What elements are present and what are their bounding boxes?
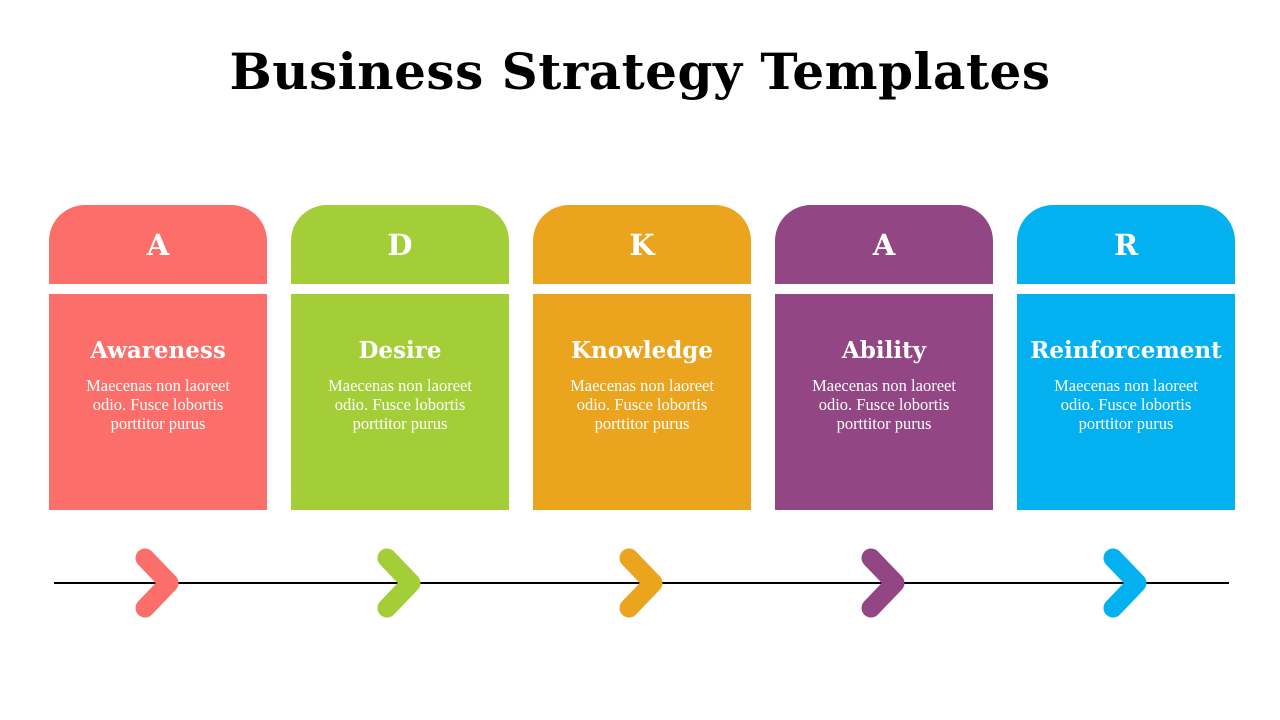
step-name: Knowledge [570, 337, 714, 364]
step-body: Desire Maecenas non laoreet odio. Fusce … [291, 294, 509, 510]
step-letter-header: A [49, 205, 267, 284]
step-letter-header: A [775, 205, 993, 284]
step-name: Reinforcement [1030, 337, 1222, 364]
step-description: Maecenas non laoreet odio. Fusce loborti… [570, 376, 714, 433]
step-description: Maecenas non laoreet odio. Fusce loborti… [812, 376, 956, 433]
step-description: Maecenas non laoreet odio. Fusce loborti… [1054, 376, 1198, 433]
step-body: Awareness Maecenas non laoreet odio. Fus… [49, 294, 267, 510]
chevron-right-icon [861, 548, 905, 618]
step-description: Maecenas non laoreet odio. Fusce loborti… [328, 376, 472, 433]
page-title: Business Strategy Templates [229, 42, 1051, 101]
step-card-awareness: A Awareness Maecenas non laoreet odio. F… [49, 205, 267, 510]
chevron-right-icon [1103, 548, 1147, 618]
step-body: Knowledge Maecenas non laoreet odio. Fus… [533, 294, 751, 510]
step-letter-header: D [291, 205, 509, 284]
step-letter: R [1113, 227, 1139, 262]
chevron-right-icon [135, 548, 179, 618]
step-name: Ability [841, 337, 927, 364]
step-letter: D [387, 227, 413, 262]
chevron-right-icon [377, 548, 421, 618]
step-card-desire: D Desire Maecenas non laoreet odio. Fusc… [291, 205, 509, 510]
step-name: Awareness [90, 337, 226, 364]
step-letter: K [629, 227, 655, 262]
chevron-right-icon [619, 548, 663, 618]
step-letter-header: K [533, 205, 751, 284]
step-card-knowledge: K Knowledge Maecenas non laoreet odio. F… [533, 205, 751, 510]
step-name: Desire [358, 337, 442, 364]
step-body: Ability Maecenas non laoreet odio. Fusce… [775, 294, 993, 510]
step-card-ability: A Ability Maecenas non laoreet odio. Fus… [775, 205, 993, 510]
step-card-reinforcement: R Reinforcement Maecenas non laoreet odi… [1017, 205, 1235, 510]
step-body: Reinforcement Maecenas non laoreet odio.… [1017, 294, 1235, 510]
step-letter: A [146, 227, 170, 262]
step-letter: A [872, 227, 896, 262]
step-description: Maecenas non laoreet odio. Fusce loborti… [86, 376, 230, 433]
step-letter-header: R [1017, 205, 1235, 284]
